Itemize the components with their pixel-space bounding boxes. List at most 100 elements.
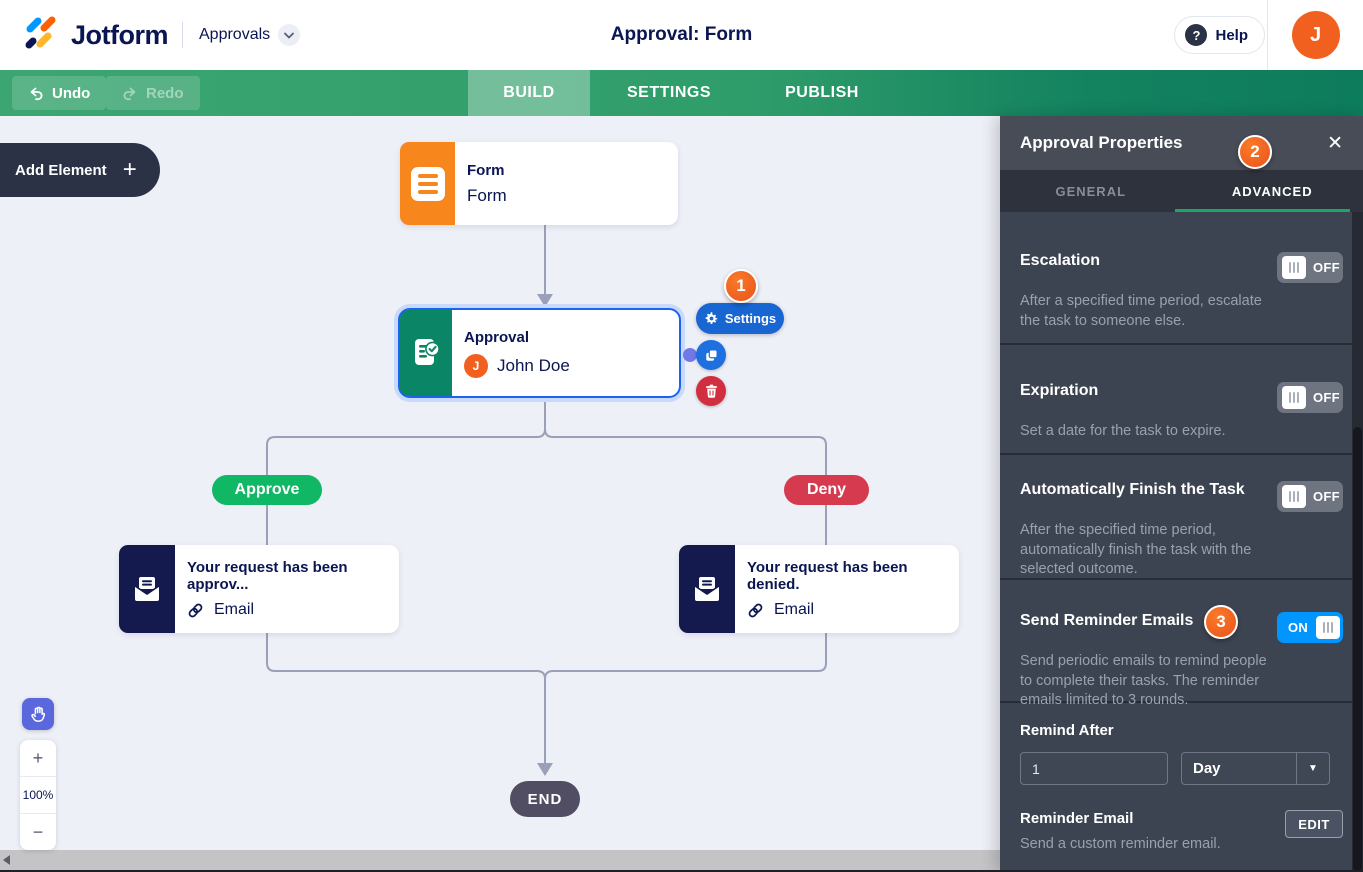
approval-properties-panel: Approval Properties 2 ✕ GENERAL ADVANCED…: [1000, 116, 1363, 872]
tab-build[interactable]: BUILD: [468, 70, 590, 116]
pan-tool-button[interactable]: [22, 698, 54, 730]
page-title: Approval: Form: [610, 24, 753, 45]
hand-icon: [31, 706, 46, 722]
connector-dot[interactable]: [683, 348, 697, 362]
approval-node[interactable]: Approval J John Doe: [398, 308, 681, 398]
escalation-toggle[interactable]: OFF: [1277, 252, 1343, 283]
close-icon[interactable]: ✕: [1327, 133, 1343, 154]
help-label: Help: [1215, 26, 1248, 44]
duplicate-node-button[interactable]: [696, 340, 726, 370]
edit-reminder-email-button[interactable]: EDIT: [1285, 810, 1343, 838]
email-node-approved[interactable]: Your request has been approv... Email: [119, 545, 399, 633]
expiration-description: Set a date for the task to expire.: [1020, 423, 1226, 439]
panel-scrollbar[interactable]: [1352, 212, 1363, 872]
tab-general[interactable]: GENERAL: [1055, 183, 1127, 199]
active-tab-underline: [1175, 209, 1350, 212]
copy-icon: [705, 348, 718, 361]
main-area: Add Element + Form Form: [0, 116, 1363, 872]
approvals-dropdown[interactable]: Approvals: [199, 24, 301, 46]
section-escalation: Escalation OFF After a specified time pe…: [1000, 212, 1363, 345]
workflow-canvas[interactable]: Add Element + Form Form: [0, 116, 1000, 872]
form-node[interactable]: Form Form: [400, 142, 678, 225]
toggle-state-label: OFF: [1313, 390, 1340, 405]
email-node-subtitle: Email: [214, 601, 255, 618]
approve-branch-pill[interactable]: Approve: [212, 475, 322, 505]
remind-unit-value: Day: [1193, 760, 1221, 777]
expiration-title: Expiration: [1020, 382, 1099, 399]
form-node-title: Form: [467, 161, 505, 179]
panel-header: Approval Properties: [1000, 116, 1363, 170]
mode-tabs: BUILD SETTINGS PUBLISH: [468, 70, 896, 116]
avatar[interactable]: J: [1291, 11, 1340, 59]
form-icon: [410, 166, 445, 201]
email-icon: [694, 577, 720, 601]
scrollbar-left-arrow-icon: [3, 855, 10, 865]
help-button[interactable]: ? Help: [1174, 16, 1265, 54]
undo-button[interactable]: Undo: [12, 76, 107, 110]
horizontal-scrollbar[interactable]: [0, 850, 1000, 870]
toggle-state-label: OFF: [1313, 489, 1340, 504]
zoom-out-button[interactable]: −: [20, 813, 56, 850]
delete-node-button[interactable]: [696, 376, 726, 406]
expiration-toggle[interactable]: OFF: [1277, 382, 1343, 413]
flow-connectors: [266, 225, 827, 776]
email-icon: [134, 577, 160, 601]
section-auto-finish: Automatically Finish the Task OFF After …: [1000, 455, 1363, 580]
toggle-knob-icon: [1316, 616, 1341, 639]
remind-after-label: Remind After: [1020, 722, 1114, 739]
dropdown-arrow-icon: ▼: [1296, 753, 1329, 784]
remind-after-input[interactable]: 1: [1020, 752, 1168, 785]
question-mark-icon: ?: [1185, 24, 1208, 46]
undo-label: Undo: [52, 84, 91, 102]
jotform-logo[interactable]: Jotform: [0, 15, 169, 56]
email-node-icon-section: [119, 545, 175, 633]
send-reminders-description: Send periodic emails to remind people to…: [1020, 653, 1267, 709]
redo-button[interactable]: Redo: [106, 76, 200, 110]
jotform-logo-icon: [25, 15, 61, 56]
panel-tabs: GENERAL ADVANCED: [1000, 170, 1363, 212]
remind-unit-select[interactable]: Day ▼: [1181, 752, 1330, 785]
tab-advanced[interactable]: ADVANCED: [1231, 183, 1313, 199]
auto-finish-title: Automatically Finish the Task: [1020, 481, 1245, 498]
approval-node-icon-section: [400, 310, 452, 396]
add-element-button[interactable]: Add Element +: [0, 143, 160, 197]
assignee-avatar: J: [464, 353, 488, 378]
link-icon: [748, 603, 763, 617]
assignee-name: John Doe: [497, 355, 570, 375]
add-element-label: Add Element: [15, 161, 107, 179]
approval-node-title: Approval: [464, 328, 530, 346]
chevron-down-icon: [278, 24, 301, 46]
toggle-knob-icon: [1282, 256, 1306, 279]
step-badge-3: 3: [1204, 605, 1238, 639]
redo-icon: [123, 87, 136, 101]
email-node-denied[interactable]: Your request has been denied. Email: [679, 545, 959, 633]
undo-icon: [30, 87, 43, 101]
section-send-reminders: Send Reminder Emails ON 3 Send periodic …: [1000, 580, 1363, 708]
deny-branch-pill[interactable]: Deny: [784, 475, 869, 505]
tab-publish[interactable]: PUBLISH: [785, 84, 859, 101]
auto-finish-toggle[interactable]: OFF: [1277, 481, 1343, 512]
gear-icon: [705, 312, 718, 324]
avatar-zone: J: [1267, 0, 1363, 70]
zoom-in-button[interactable]: +: [32, 747, 44, 768]
email-node-title: Your request has been approv...: [187, 559, 348, 593]
section-expiration: Expiration OFF Set a date for the task t…: [1000, 345, 1363, 455]
header-divider: [182, 22, 183, 48]
bottom-edge: [0, 870, 1363, 872]
panel-title: Approval Properties: [1020, 133, 1183, 152]
tab-settings[interactable]: SETTINGS: [626, 84, 711, 101]
toggle-knob-icon: [1282, 485, 1306, 508]
jotform-wordmark: Jotform: [71, 19, 169, 50]
link-icon: [188, 603, 203, 617]
panel-scrollbar-thumb[interactable]: [1353, 427, 1362, 872]
send-reminders-toggle[interactable]: ON: [1277, 612, 1343, 643]
escalation-description: After a specified time period, escalate …: [1020, 293, 1262, 329]
send-reminders-title: Send Reminder Emails: [1020, 612, 1194, 629]
toggle-state-label: OFF: [1313, 260, 1340, 275]
zoom-level[interactable]: 100%: [20, 776, 56, 813]
build-toolbar: Undo Redo BUILD SETTINGS PUBLISH: [0, 70, 1363, 116]
reminder-email-label: Reminder Email: [1020, 810, 1134, 827]
node-settings-button[interactable]: Settings: [696, 303, 784, 334]
form-node-subtitle: Form: [467, 185, 507, 205]
